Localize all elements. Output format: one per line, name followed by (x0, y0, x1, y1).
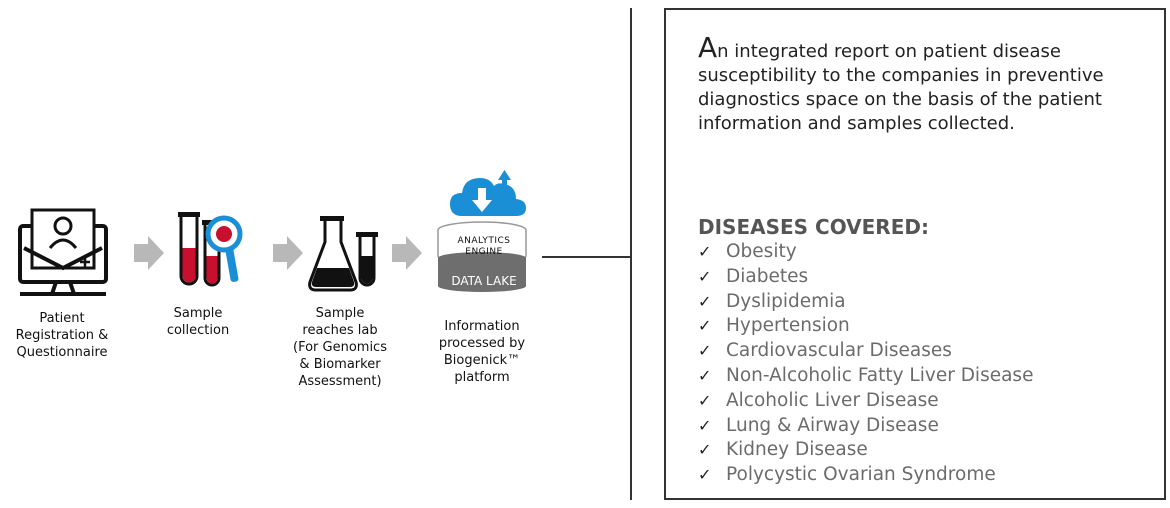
summary-text: n integrated report on patient disease s… (698, 41, 1104, 134)
check-icon: ✓ (698, 415, 712, 435)
check-icon: ✓ (698, 341, 712, 361)
step-4-label: Information processed by Biogenick™ plat… (438, 319, 526, 385)
list-item: ✓Hypertension (698, 314, 1033, 339)
flow-arrow-icon (134, 236, 164, 270)
check-icon: ✓ (698, 390, 712, 410)
list-item: ✓Non-Alcoholic Fatty Liver Disease (698, 364, 1033, 389)
disease-list: ✓Obesity ✓Diabetes ✓Dyslipidemia ✓Hypert… (698, 240, 1033, 488)
data-lake-label: DATA LAKE (451, 274, 517, 288)
divider-line (630, 8, 632, 500)
flow-arrow-icon (273, 236, 303, 270)
list-item: ✓Lung & Airway Disease (698, 414, 1033, 439)
check-icon: ✓ (698, 465, 712, 485)
lab-flask-icon (308, 216, 378, 292)
list-item: ✓Dyslipidemia (698, 290, 1033, 315)
analytics-engine-label: ANALYTICS ENGINE (457, 236, 511, 257)
cloud-data-lake-icon (437, 170, 527, 292)
step-1-label: Patient Registration & Questionnaire (15, 311, 109, 360)
test-tubes-magnifier-icon (178, 212, 243, 287)
check-icon: ✓ (698, 242, 712, 261)
step-3-label: Sample reaches lab (For Genomics & Bioma… (293, 306, 387, 389)
step-2-label: Sample collection (166, 306, 230, 338)
list-item: ✓Polycystic Ovarian Syndrome (698, 463, 1033, 488)
list-item: ✓Obesity (698, 240, 1033, 265)
list-item: ✓Cardiovascular Diseases (698, 339, 1033, 364)
flow-arrow-icon (392, 236, 422, 270)
list-item: ✓Diabetes (698, 265, 1033, 290)
report-summary: An integrated report on patient disease … (698, 34, 1158, 136)
check-icon: ✓ (698, 440, 712, 460)
check-icon: ✓ (698, 365, 712, 385)
list-item: ✓Kidney Disease (698, 438, 1033, 463)
check-icon: ✓ (698, 316, 712, 336)
patient-registration-computer-icon (18, 208, 108, 296)
connector-line (542, 256, 632, 258)
summary-drop-cap: A (698, 31, 718, 64)
diseases-title: DISEASES COVERED: (698, 215, 929, 239)
check-icon: ✓ (698, 291, 712, 311)
list-item: ✓Alcoholic Liver Disease (698, 389, 1033, 414)
check-icon: ✓ (698, 266, 712, 286)
report-panel: An integrated report on patient disease … (664, 8, 1166, 500)
